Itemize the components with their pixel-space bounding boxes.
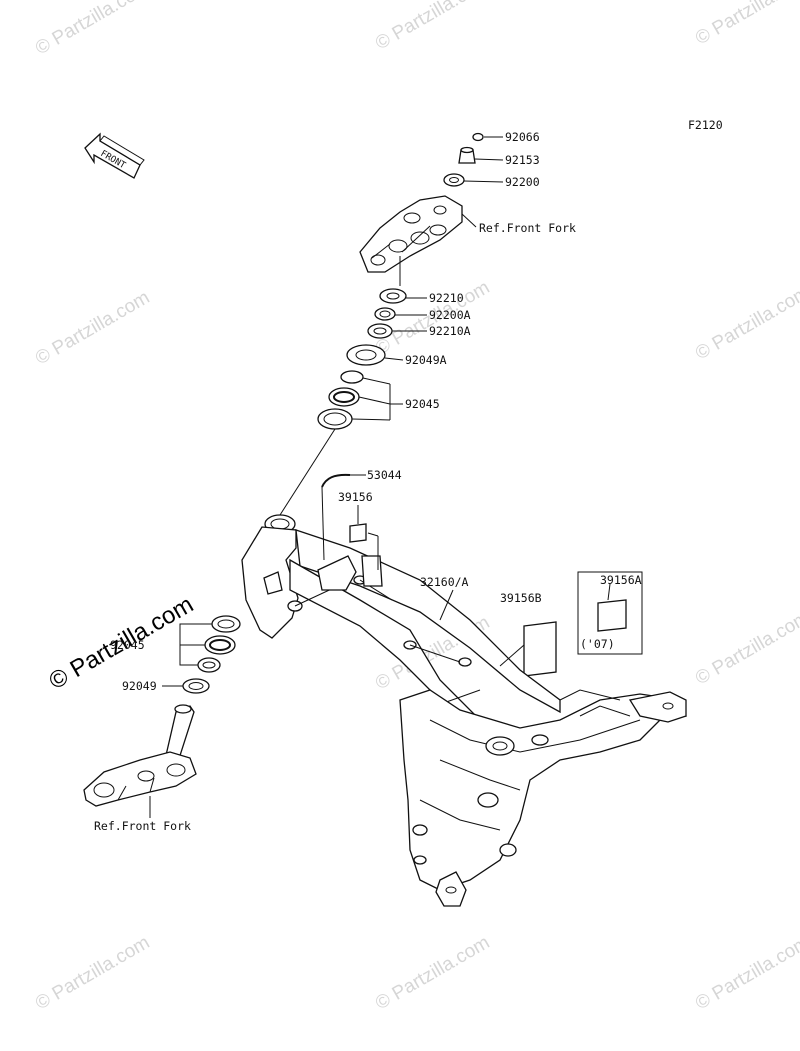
locknut-92210 (379, 288, 407, 304)
watermark: © Partzilla.com (692, 607, 800, 689)
leader-lines (149, 136, 611, 818)
label-year-07: ('07) (580, 637, 615, 651)
label-32160A: 32160/A (420, 575, 469, 589)
label-92049: 92049 (122, 679, 157, 693)
stem-nut-92153 (458, 146, 476, 164)
label-92045-low: 92045 (110, 638, 145, 652)
label-sticker-39156B (523, 621, 557, 677)
label-ref-front-fork-top: Ref.Front Fork (479, 221, 576, 235)
label-39156: 39156 (338, 490, 373, 504)
label-39156A: 39156A (600, 573, 642, 587)
label-92210A: 92210A (429, 324, 471, 338)
label-53044: 53044 (367, 468, 402, 482)
watermark: © Partzilla.com (692, 0, 800, 49)
label-92200: 92200 (505, 175, 540, 189)
upper-fork-bracket (359, 195, 463, 273)
label-92210: 92210 (429, 291, 464, 305)
bearing-lower-92045 (197, 615, 241, 673)
locknut-92210A (367, 323, 393, 339)
watermark: © Partzilla.com (32, 287, 153, 369)
watermark: © Partzilla.com (372, 0, 493, 54)
steering-stem-nut-92066 (472, 132, 484, 142)
part-labels: 92066 92153 92200 Ref.Front Fork 92210 9… (94, 130, 642, 833)
seal-92049A (346, 344, 386, 366)
tube-53044 (321, 473, 351, 488)
seal-92049 (182, 678, 210, 694)
diagram-code: F2120 (688, 118, 723, 132)
lower-fork-bracket (83, 704, 197, 807)
label-92066: 92066 (505, 130, 540, 144)
label-92045-top: 92045 (405, 397, 440, 411)
watermark: © Partzilla.com (372, 932, 493, 1014)
watermark: © Partzilla.com (692, 932, 800, 1014)
label-92200A: 92200A (429, 308, 471, 322)
label-sticker-39156 (349, 523, 367, 543)
label-92049A: 92049A (405, 353, 447, 367)
watermark: © Partzilla.com (32, 932, 153, 1014)
main-frame-32160 (241, 514, 687, 907)
washer-92200A (374, 307, 396, 321)
bearing-upper-92045 (317, 370, 364, 430)
label-92153: 92153 (505, 153, 540, 167)
label-39156B: 39156B (500, 591, 542, 605)
front-arrow-icon: FRONT (84, 132, 145, 179)
washer-92200 (443, 173, 465, 187)
label-sticker-39156A (577, 571, 643, 655)
watermark: © Partzilla.com (32, 0, 153, 59)
watermark: © Partzilla.com (692, 282, 800, 364)
label-ref-front-fork-bottom: Ref.Front Fork (94, 819, 191, 833)
